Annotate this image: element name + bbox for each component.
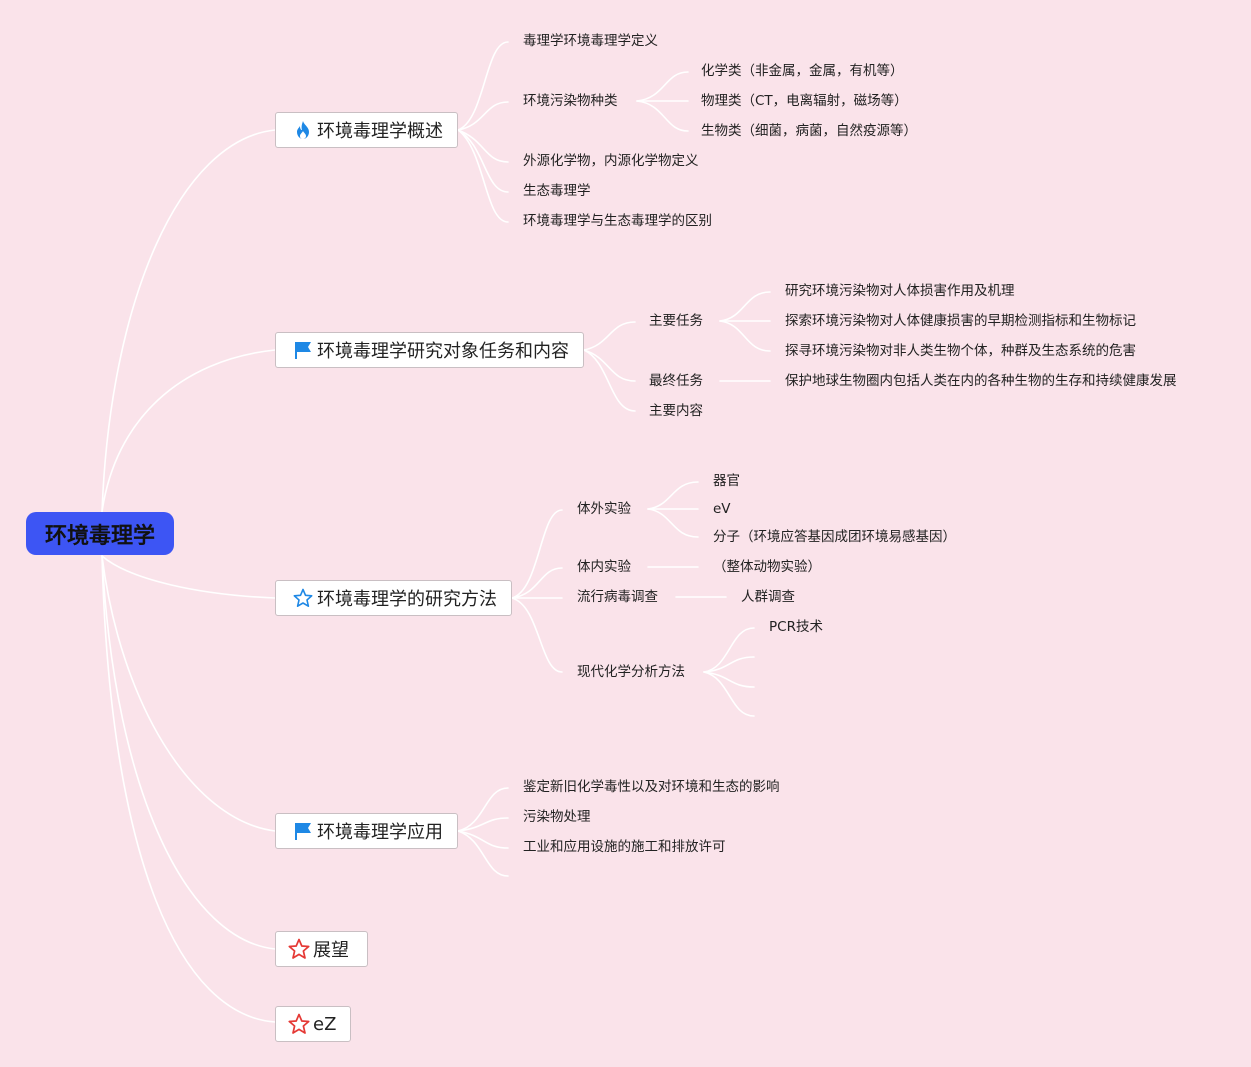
node-in-vitro[interactable]: 体外实验 bbox=[577, 501, 631, 517]
star-red-icon bbox=[288, 1013, 310, 1035]
node-population-survey[interactable]: 人群调查 bbox=[741, 589, 795, 605]
node-final-task[interactable]: 最终任务 bbox=[649, 373, 703, 389]
node-molecule[interactable]: 分子（环境应答基因成团环境易感基因） bbox=[713, 529, 956, 545]
node-difference[interactable]: 环境毒理学与生态毒理学的区别 bbox=[523, 213, 712, 229]
node-organ[interactable]: 器官 bbox=[713, 473, 740, 489]
node-modern-chemical-analysis[interactable]: 现代化学分析方法 bbox=[577, 664, 685, 680]
node-xenobiotics-definition[interactable]: 外源化学物，内源化学物定义 bbox=[523, 153, 699, 169]
node-main-content[interactable]: 主要内容 bbox=[649, 403, 703, 419]
topic-applications[interactable]: 环境毒理学应用 bbox=[275, 813, 458, 849]
node-task-ecosystem[interactable]: 探寻环境污染物对非人类生物个体，种群及生态系统的危害 bbox=[785, 343, 1136, 359]
node-ecotoxicology[interactable]: 生态毒理学 bbox=[523, 183, 591, 199]
topic-overview[interactable]: 环境毒理学概述 bbox=[275, 112, 458, 148]
node-physical-type[interactable]: 物理类（CT，电离辐射，磁场等） bbox=[701, 93, 908, 109]
node-ev[interactable]: eV bbox=[713, 501, 731, 517]
node-task-biomarkers[interactable]: 探索环境污染物对人体健康损害的早期检测指标和生物标记 bbox=[785, 313, 1136, 329]
node-definition[interactable]: 毒理学环境毒理学定义 bbox=[523, 33, 658, 49]
node-in-vivo[interactable]: 体内实验 bbox=[577, 559, 631, 575]
topic-research-methods[interactable]: 环境毒理学的研究方法 bbox=[275, 580, 512, 616]
node-main-tasks[interactable]: 主要任务 bbox=[649, 313, 703, 329]
node-epidemiology[interactable]: 流行病毒调查 bbox=[577, 589, 658, 605]
root-topic[interactable]: 环境毒理学 bbox=[26, 512, 174, 555]
node-permits[interactable]: 工业和应用设施的施工和排放许可 bbox=[523, 839, 726, 855]
topic-label: 环境毒理学的研究方法 bbox=[317, 589, 497, 610]
node-pcr[interactable]: PCR技术 bbox=[769, 619, 823, 635]
topic-label: 环境毒理学研究对象任务和内容 bbox=[317, 341, 569, 362]
node-pollutant-treatment[interactable]: 污染物处理 bbox=[523, 809, 591, 825]
node-final-task-detail[interactable]: 保护地球生物圈内包括人类在内的各种生物的生存和持续健康发展 bbox=[785, 373, 1177, 389]
node-whole-animal[interactable]: （整体动物实验） bbox=[713, 559, 821, 575]
flag-icon bbox=[292, 820, 314, 842]
topic-label: 环境毒理学应用 bbox=[317, 822, 443, 843]
topic-objects-tasks[interactable]: 环境毒理学研究对象任务和内容 bbox=[275, 332, 584, 368]
node-chemical-type[interactable]: 化学类（非金属，金属，有机等） bbox=[701, 63, 904, 79]
topic-label: eZ bbox=[313, 1013, 337, 1035]
node-pollutant-types[interactable]: 环境污染物种类 bbox=[523, 93, 618, 109]
topic-outlook[interactable]: 展望 bbox=[275, 931, 368, 967]
topic-ez[interactable]: eZ bbox=[275, 1006, 351, 1042]
flag-icon bbox=[292, 339, 314, 361]
node-task-mechanism[interactable]: 研究环境污染物对人体损害作用及机理 bbox=[785, 283, 1015, 299]
node-biological-type[interactable]: 生物类（细菌，病菌，自然疫源等） bbox=[701, 123, 917, 139]
star-red-icon bbox=[288, 938, 310, 960]
node-identify-toxicity[interactable]: 鉴定新旧化学毒性以及对环境和生态的影响 bbox=[523, 779, 780, 795]
fire-icon bbox=[292, 119, 314, 141]
topic-label: 环境毒理学概述 bbox=[317, 121, 443, 142]
star-outline-icon bbox=[292, 587, 314, 609]
topic-label: 展望 bbox=[313, 940, 349, 961]
